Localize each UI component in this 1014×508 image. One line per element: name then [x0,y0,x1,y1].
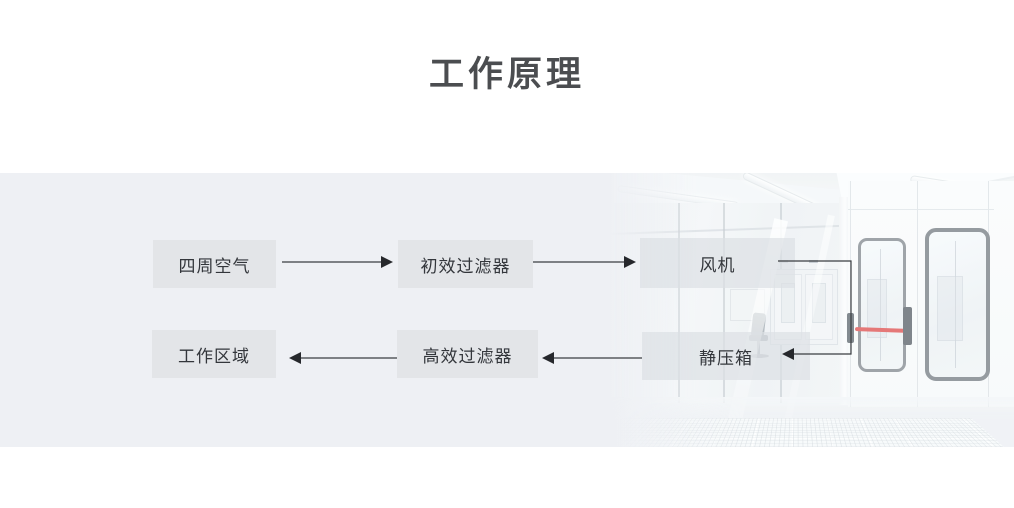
door-wall [847,181,1014,407]
flow-node-ambient-air: 四周空气 [153,240,276,288]
door-window-right [925,228,990,381]
door-handle [903,307,912,345]
node-label: 工作区域 [178,346,250,366]
node-label: 四周空气 [178,256,251,276]
diagram-panel: 四周空气 初效过滤器 风机 工作区域 高效过滤器 静压箱 [0,173,1014,447]
node-label: 初效过滤器 [420,256,511,276]
node-label: 静压箱 [699,348,753,368]
door-window-left [858,238,906,372]
photo-left-fade [600,173,696,447]
flow-node-fan: 风机 [640,238,795,288]
flow-node-work-area: 工作区域 [152,330,276,378]
arrow-hepa-filter-to-work-area [289,352,397,364]
cleanroom-photo [600,173,1014,447]
door-top-seam [848,209,994,210]
node-label: 高效过滤器 [422,346,513,366]
glass-mullion [723,203,725,403]
wall-seam [917,181,918,407]
page-title: 工作原理 [428,55,585,94]
flow-node-primary-filter: 初效过滤器 [398,240,533,288]
arrow-air-to-primary-filter [282,256,393,268]
node-label: 风机 [699,255,736,275]
flow-node-plenum-box: 静压箱 [642,332,810,380]
flow-node-hepa-filter: 高效过滤器 [397,330,538,378]
